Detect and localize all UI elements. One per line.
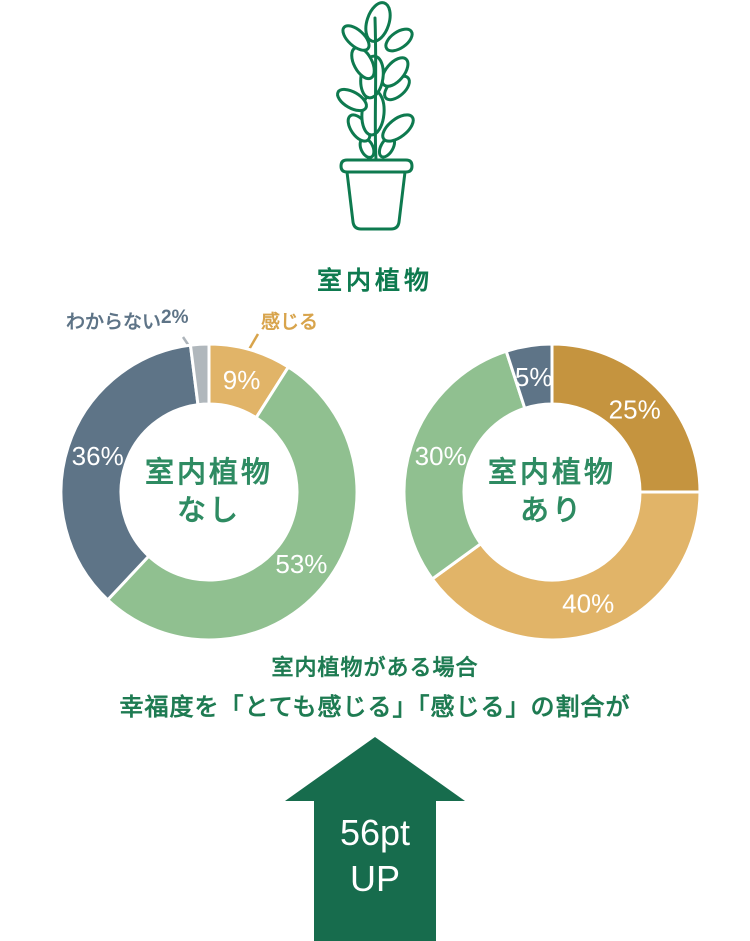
callout-kanjiru-label: 感じる <box>261 312 319 333</box>
caption-line1: 室内植物がある場合 <box>271 655 479 680</box>
arrow-up-label: UP <box>349 858 400 899</box>
slice-percent-label: 5% <box>515 362 553 392</box>
slice-percent-label: 40% <box>562 589 614 619</box>
donut-chart-no-plants: 9% 53% 36% <box>59 342 359 642</box>
slice-percent-label: 9% <box>223 365 261 395</box>
plant-icon <box>336 1 415 231</box>
donut-slice <box>402 349 527 581</box>
donut-slice <box>59 343 200 602</box>
donut-slice <box>430 490 702 642</box>
slice-percent-label: 36% <box>72 441 124 471</box>
donut-slice <box>504 342 554 410</box>
donut-slice <box>106 365 359 642</box>
donut-slice <box>550 342 702 494</box>
page-title: 室内植物 <box>316 267 433 295</box>
up-arrow-shape <box>285 737 465 941</box>
arrow-value: 56pt <box>339 812 411 853</box>
slice-percent-label: 53% <box>275 549 327 579</box>
arrow-text: 56pt UP <box>280 810 470 902</box>
callout-wakaranai-value: 2% <box>161 307 189 328</box>
callout-wakaranai-label: わからない <box>66 312 162 333</box>
up-arrow <box>285 737 465 941</box>
slice-percent-label: 25% <box>609 395 661 425</box>
caption-line2: 幸福度を「とても感じる」「感じる」の割合が <box>119 694 631 721</box>
slice-percent-label: 30% <box>415 441 467 471</box>
donut-slice <box>188 342 211 407</box>
donut-chart-with-plants: 25% 40% 30% 5% <box>402 342 702 642</box>
